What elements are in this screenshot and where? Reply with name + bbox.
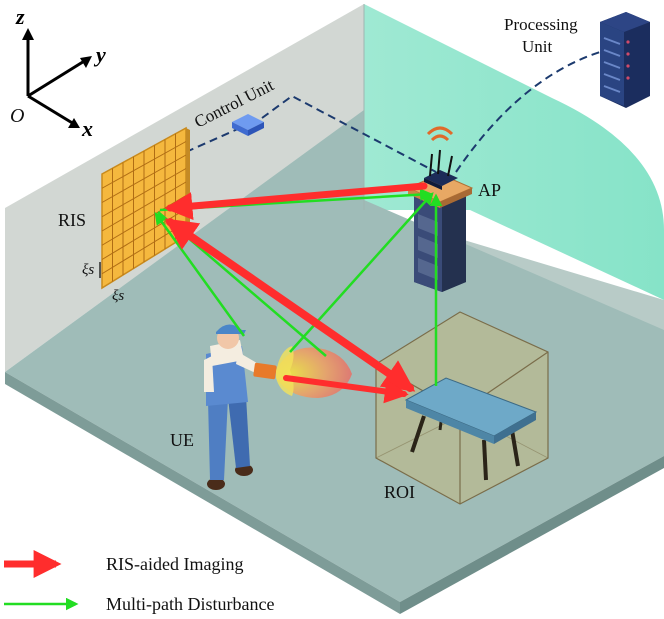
imaging-ue-roi <box>283 375 409 404</box>
imaging-ris-roi <box>164 218 416 392</box>
control-unit-device <box>232 114 264 136</box>
ap-rack <box>406 173 474 292</box>
right-wall <box>364 4 664 300</box>
axis-origin-label: O <box>10 105 24 127</box>
legend-red-label: RIS-aided Imaging <box>106 554 243 574</box>
legend: RIS-aided Imaging Multi-path Disturbance <box>4 550 274 614</box>
ap-processing-link <box>455 51 601 173</box>
processing-unit-server <box>600 12 650 108</box>
ris-label: RIS <box>58 210 86 230</box>
ap-label: AP <box>478 180 501 200</box>
axis-z-label: z <box>15 4 25 29</box>
ue-label: UE <box>170 430 194 450</box>
xi-s-label-vertical: ξs <box>82 262 94 278</box>
floor-edge-right <box>400 456 664 614</box>
xi-s-label-horizontal: ξs <box>112 288 124 304</box>
axis-x-label: x <box>81 116 93 141</box>
ris-control-link <box>185 127 241 153</box>
floor-edge <box>5 372 400 614</box>
processing-unit-label-1: Processing <box>504 15 578 34</box>
roi-label: ROI <box>384 482 415 502</box>
ris-imaging-arrows <box>164 182 428 404</box>
axis-y-label: y <box>93 42 106 67</box>
ris-grid-line <box>101 181 187 232</box>
legend-green-label: Multi-path Disturbance <box>106 594 274 614</box>
router-device <box>424 126 458 190</box>
control-ap-link <box>261 94 437 173</box>
processing-unit-label-2: Unit <box>522 37 553 56</box>
table <box>404 377 538 481</box>
imaging-ap-ris <box>164 182 428 221</box>
coordinate-axes <box>22 28 92 128</box>
